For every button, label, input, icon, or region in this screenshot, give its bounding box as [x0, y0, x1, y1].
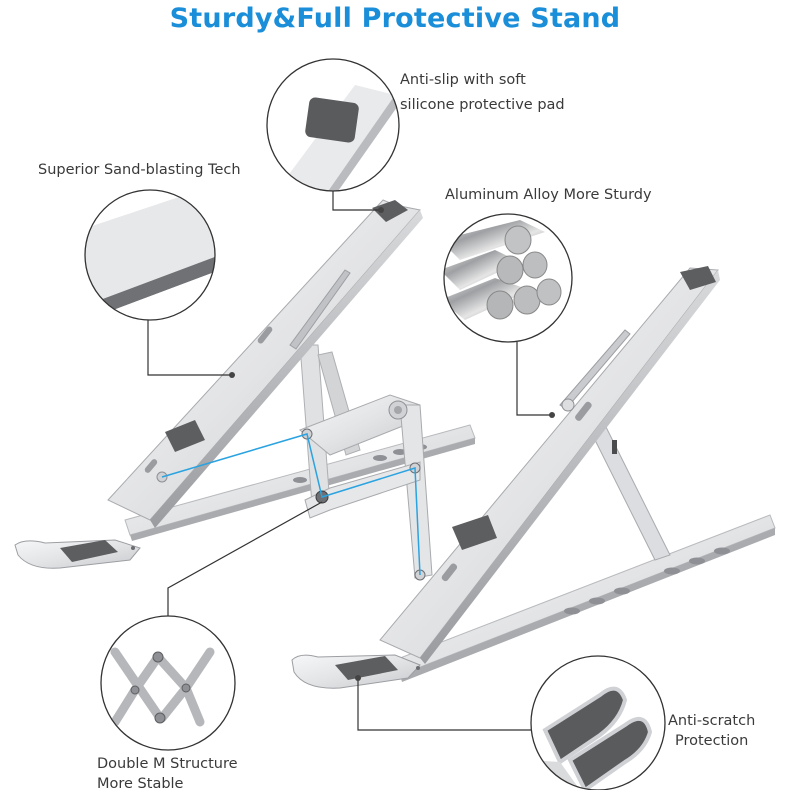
callout-anti-scratch-line1: Anti-scratch: [668, 713, 756, 729]
callout-double-m: Double M Structure More Stable: [97, 754, 238, 794]
callout-anti-slip-line2: silicone protective pad: [400, 97, 565, 113]
rear-stand: [14, 199, 476, 581]
callout-sand-blasting-line1: Superior Sand-blasting Tech: [38, 162, 241, 178]
callout-sand-blasting: Superior Sand-blasting Tech: [38, 160, 241, 180]
callout-anti-scratch-line2: Protection: [674, 733, 749, 749]
leader-dots: [229, 207, 555, 681]
page-title-text: Sturdy&Full Protective Stand: [169, 3, 621, 34]
aluminum-rods-closeup-icon: [443, 213, 573, 343]
curved-feet-closeup-icon: [530, 655, 666, 790]
callout-aluminum: Aluminum Alloy More Sturdy: [445, 185, 652, 205]
leader-lines: [147, 191, 552, 731]
scissor-structure-closeup-icon: [100, 615, 236, 751]
callout-anti-scratch: Anti-scratch Protection: [668, 711, 755, 751]
page-title: Sturdy&Full Protective Stand: [0, 0, 790, 40]
callout-anti-slip-line1: Anti-slip with soft: [400, 72, 526, 88]
callout-aluminum-line1: Aluminum Alloy More Sturdy: [445, 187, 652, 203]
callout-anti-slip: Anti-slip with soft silicone protective …: [400, 70, 565, 115]
callout-double-m-line2: More Stable: [97, 776, 184, 792]
sandblasted-surface-closeup-icon: [84, 189, 216, 321]
callout-double-m-line1: Double M Structure: [97, 756, 238, 772]
silicone-pad-closeup-icon: [266, 58, 400, 192]
front-stand: [291, 266, 776, 689]
